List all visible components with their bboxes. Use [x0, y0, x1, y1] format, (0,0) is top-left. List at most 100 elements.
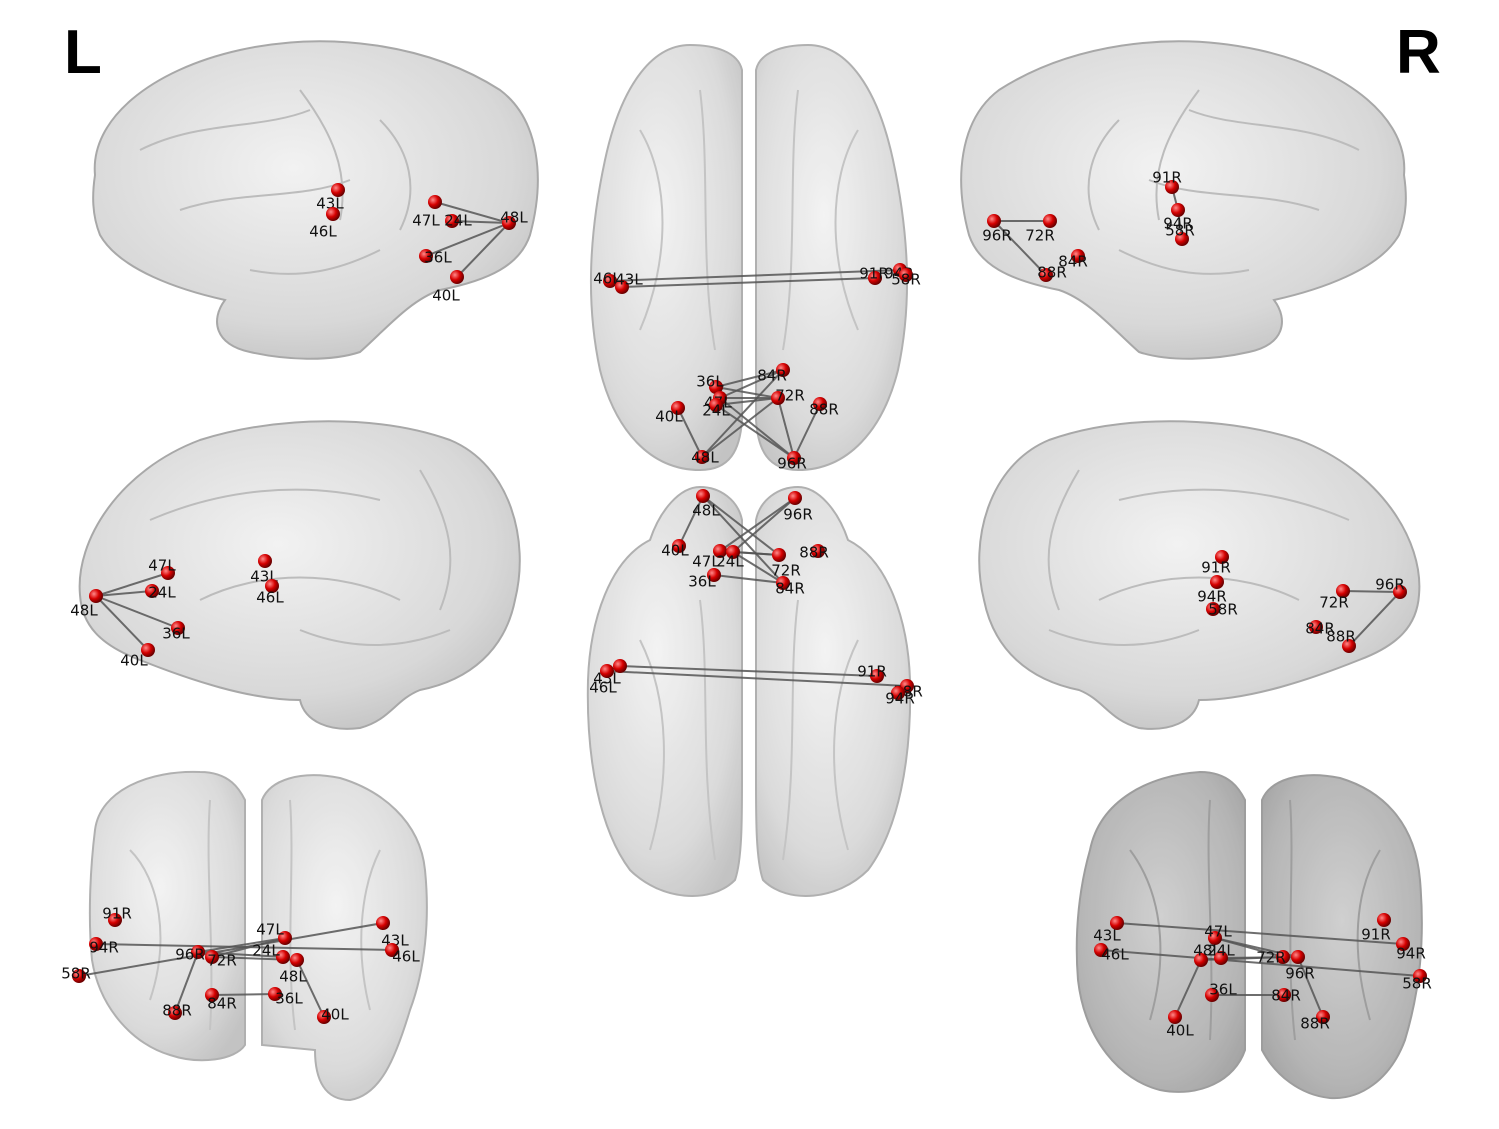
edge-24L-84R	[732, 551, 784, 584]
node-96R	[987, 214, 1001, 228]
edge-48L-36L	[425, 222, 510, 257]
node-94R	[89, 937, 103, 951]
node-label-48L: 48L	[692, 502, 720, 520]
node-72R	[205, 950, 219, 964]
edge-48L-40L	[296, 959, 325, 1018]
edge-46L-58R	[606, 670, 908, 687]
node-label-36L: 36L	[424, 249, 452, 267]
node-48L	[502, 216, 516, 230]
node-46L	[1094, 943, 1108, 957]
node-label-46L: 46L	[593, 270, 621, 288]
node-label-58R: 58R	[891, 271, 921, 289]
node-label-48L: 48L	[70, 602, 98, 620]
edge-47L-72R	[1214, 937, 1284, 958]
node-48L	[696, 489, 710, 503]
node-label-91R: 91R	[1361, 926, 1391, 944]
node-label-36L: 36L	[275, 990, 303, 1008]
node-94R	[1396, 937, 1410, 951]
node-label-91R: 91R	[102, 905, 132, 923]
node-88R	[1316, 1010, 1330, 1024]
node-label-46L: 46L	[392, 948, 420, 966]
node-58R	[72, 969, 86, 983]
node-label-88R: 88R	[799, 544, 829, 562]
node-label-43L: 43L	[593, 670, 621, 688]
node-label-94R: 94R	[1396, 945, 1426, 963]
node-84R	[1071, 249, 1085, 263]
edge-72R-96R	[777, 397, 795, 459]
node-label-47L: 47L	[148, 557, 176, 575]
node-46L	[326, 207, 340, 221]
node-label-88R: 88R	[162, 1002, 192, 1020]
brain-outline-superior	[589, 43, 909, 472]
node-label-91R: 91R	[1152, 169, 1182, 187]
node-label-84R: 84R	[775, 580, 805, 598]
brain-outline-inferior	[586, 485, 912, 897]
node-46L	[265, 579, 279, 593]
node-label-94R: 94R	[89, 939, 119, 957]
node-label-48L: 48L	[500, 209, 528, 227]
edge-96R-88R	[1348, 591, 1401, 647]
node-48L	[290, 953, 304, 967]
node-40L	[1168, 1010, 1182, 1024]
node-36L	[709, 380, 723, 394]
node-96R	[191, 945, 205, 959]
node-label-58R: 58R	[1402, 975, 1432, 993]
node-label-96R: 96R	[982, 227, 1012, 245]
node-43L	[613, 659, 627, 673]
node-label-96R: 96R	[783, 506, 813, 524]
node-47L	[713, 544, 727, 558]
node-24L	[709, 398, 723, 412]
node-label-72R: 72R	[1025, 227, 1055, 245]
node-40L	[141, 643, 155, 657]
node-43L	[615, 280, 629, 294]
node-label-36L: 36L	[688, 573, 716, 591]
node-58R	[899, 268, 913, 282]
node-label-94R: 94R	[1197, 588, 1227, 606]
node-label-94R: 94R	[885, 690, 915, 708]
node-label-58R: 58R	[1208, 601, 1238, 619]
node-label-84R: 84R	[207, 995, 237, 1013]
edge-24L-96R	[715, 404, 795, 459]
node-label-96R: 96R	[1375, 576, 1405, 594]
node-label-88R: 88R	[1326, 628, 1356, 646]
node-24L	[276, 950, 290, 964]
node-91R	[1215, 550, 1229, 564]
node-96R	[1393, 585, 1407, 599]
node-label-40L: 40L	[1166, 1022, 1194, 1040]
edge-36L-72R	[715, 386, 779, 399]
node-label-47L: 47L	[412, 212, 440, 230]
node-72R	[1276, 950, 1290, 964]
node-label-46L: 46L	[309, 223, 337, 241]
node-43L	[331, 183, 345, 197]
node-label-72R: 72R	[207, 952, 237, 970]
node-label-24L: 24L	[716, 553, 744, 571]
node-label-88R: 88R	[809, 401, 839, 419]
view-superior: 46L43L91R94R58R36L84R47L24L72R40L88R48L9…	[593, 263, 921, 473]
edge-84R-36L	[211, 993, 276, 996]
node-label-84R: 84R	[1305, 620, 1335, 638]
node-58R	[1206, 602, 1220, 616]
node-43L	[258, 554, 272, 568]
node-72R	[1043, 214, 1057, 228]
node-label-46L: 46L	[589, 679, 617, 697]
node-91R	[1377, 913, 1391, 927]
brain-outline-right-lateral	[960, 40, 1407, 360]
node-label-47L: 47L	[256, 921, 284, 939]
node-label-58R: 58R	[1165, 222, 1195, 240]
edge-58R-43L	[78, 922, 384, 977]
left-hemisphere-label: L	[64, 18, 102, 87]
node-36L	[707, 568, 721, 582]
node-47L	[278, 931, 292, 945]
node-label-96R: 96R	[1285, 965, 1315, 983]
node-96R	[787, 451, 801, 465]
node-88R	[1039, 268, 1053, 282]
node-84R	[1309, 620, 1323, 634]
node-48L	[695, 450, 709, 464]
node-46L	[600, 664, 614, 678]
node-40L	[672, 539, 686, 553]
